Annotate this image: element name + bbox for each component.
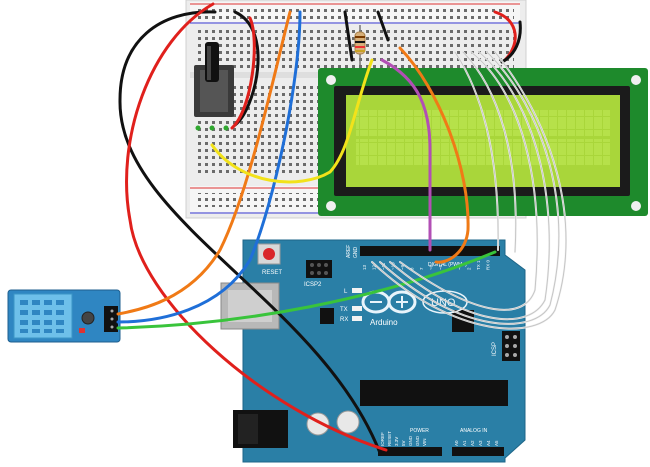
digital-pin-label: 8 (410, 267, 415, 270)
dht11-sensor-module (7, 289, 121, 343)
wire-blue-1 (116, 10, 302, 324)
icsp2-label: ICSP2 (304, 282, 322, 288)
wire-orange-1 (116, 10, 292, 316)
wire-red-2 (230, 16, 256, 130)
pin-3v3-label: 3.3V (394, 437, 399, 446)
pin-5v-label: 5V (401, 440, 406, 446)
digital-pin-label: TX 1 (476, 260, 481, 270)
wire-yellow-1 (210, 58, 374, 184)
power-pin-labels: IOREF RESET 3.3V 5V GND GND VIN A0 A1 A2… (380, 431, 499, 446)
digital-pin-label: 12 (372, 264, 377, 270)
wire-black-4 (376, 10, 390, 42)
digital-header-label: DIGITAL (PWM~) (428, 262, 467, 268)
icsp2-header (306, 260, 332, 278)
pin-ioref-label: IOREF (380, 432, 385, 446)
gnd-top-label: GND (353, 247, 359, 259)
pin-gnd1-label: GND (408, 435, 413, 446)
pin-a2-label: A2 (470, 440, 475, 446)
digital-pin-label: RX 0 (486, 259, 491, 270)
aref-label: AREF (346, 245, 352, 258)
pin-reset-label: RESET (387, 431, 392, 446)
wire-black-1 (118, 10, 382, 455)
led-l-label: L (344, 289, 348, 295)
icsp-label: ICSP (492, 342, 498, 356)
digital-pin-label: ~10 (391, 262, 396, 270)
lcd-row-2 (356, 139, 610, 165)
pin-a5-label: A5 (494, 440, 499, 446)
wire-black-5 (500, 20, 522, 64)
potentiometer (194, 42, 234, 131)
power-header (378, 447, 442, 456)
digital-pin-label: 2 (467, 267, 472, 270)
arduino-uno-board: RESET ICSP2 ICSP L TX RX Arduino UNO ARE… (220, 239, 526, 463)
digital-pin-label: 7 (419, 267, 424, 270)
analog-header (452, 447, 504, 456)
pin-vin-label: VIN (422, 438, 427, 446)
arduino-model-label: UNO (431, 297, 456, 309)
wire-green-1 (116, 250, 497, 330)
wire-black-3 (343, 10, 354, 62)
led-tx-label: TX (340, 307, 348, 313)
pin-a0-label: A0 (454, 440, 459, 446)
reset-label: RESET (262, 270, 282, 276)
icsp-header (502, 331, 520, 361)
arduino-brand-label: Arduino (370, 318, 398, 327)
wire-red-1 (125, 2, 388, 452)
power-label: POWER (410, 428, 429, 434)
digital-pin-label: ~6 (429, 264, 434, 270)
lcd-module (318, 68, 648, 216)
digital-pin-label: ~5 (438, 264, 443, 270)
led-rx-label: RX (340, 317, 348, 323)
wire-orange-2 (398, 46, 470, 264)
microcontroller-chip (360, 380, 508, 406)
digital-pin-label: ~9 (400, 264, 405, 270)
analog-label: ANALOG IN (460, 428, 488, 434)
pin-a1-label: A1 (462, 440, 467, 446)
resistor (354, 25, 366, 65)
digital-pin-label: 13 (362, 264, 367, 270)
wire-black-2 (233, 10, 260, 127)
pin-gnd2-label: GND (415, 435, 420, 446)
wire-purple-1 (380, 58, 432, 252)
pin-a3-label: A3 (478, 440, 483, 446)
pin-a4-label: A4 (486, 440, 491, 446)
